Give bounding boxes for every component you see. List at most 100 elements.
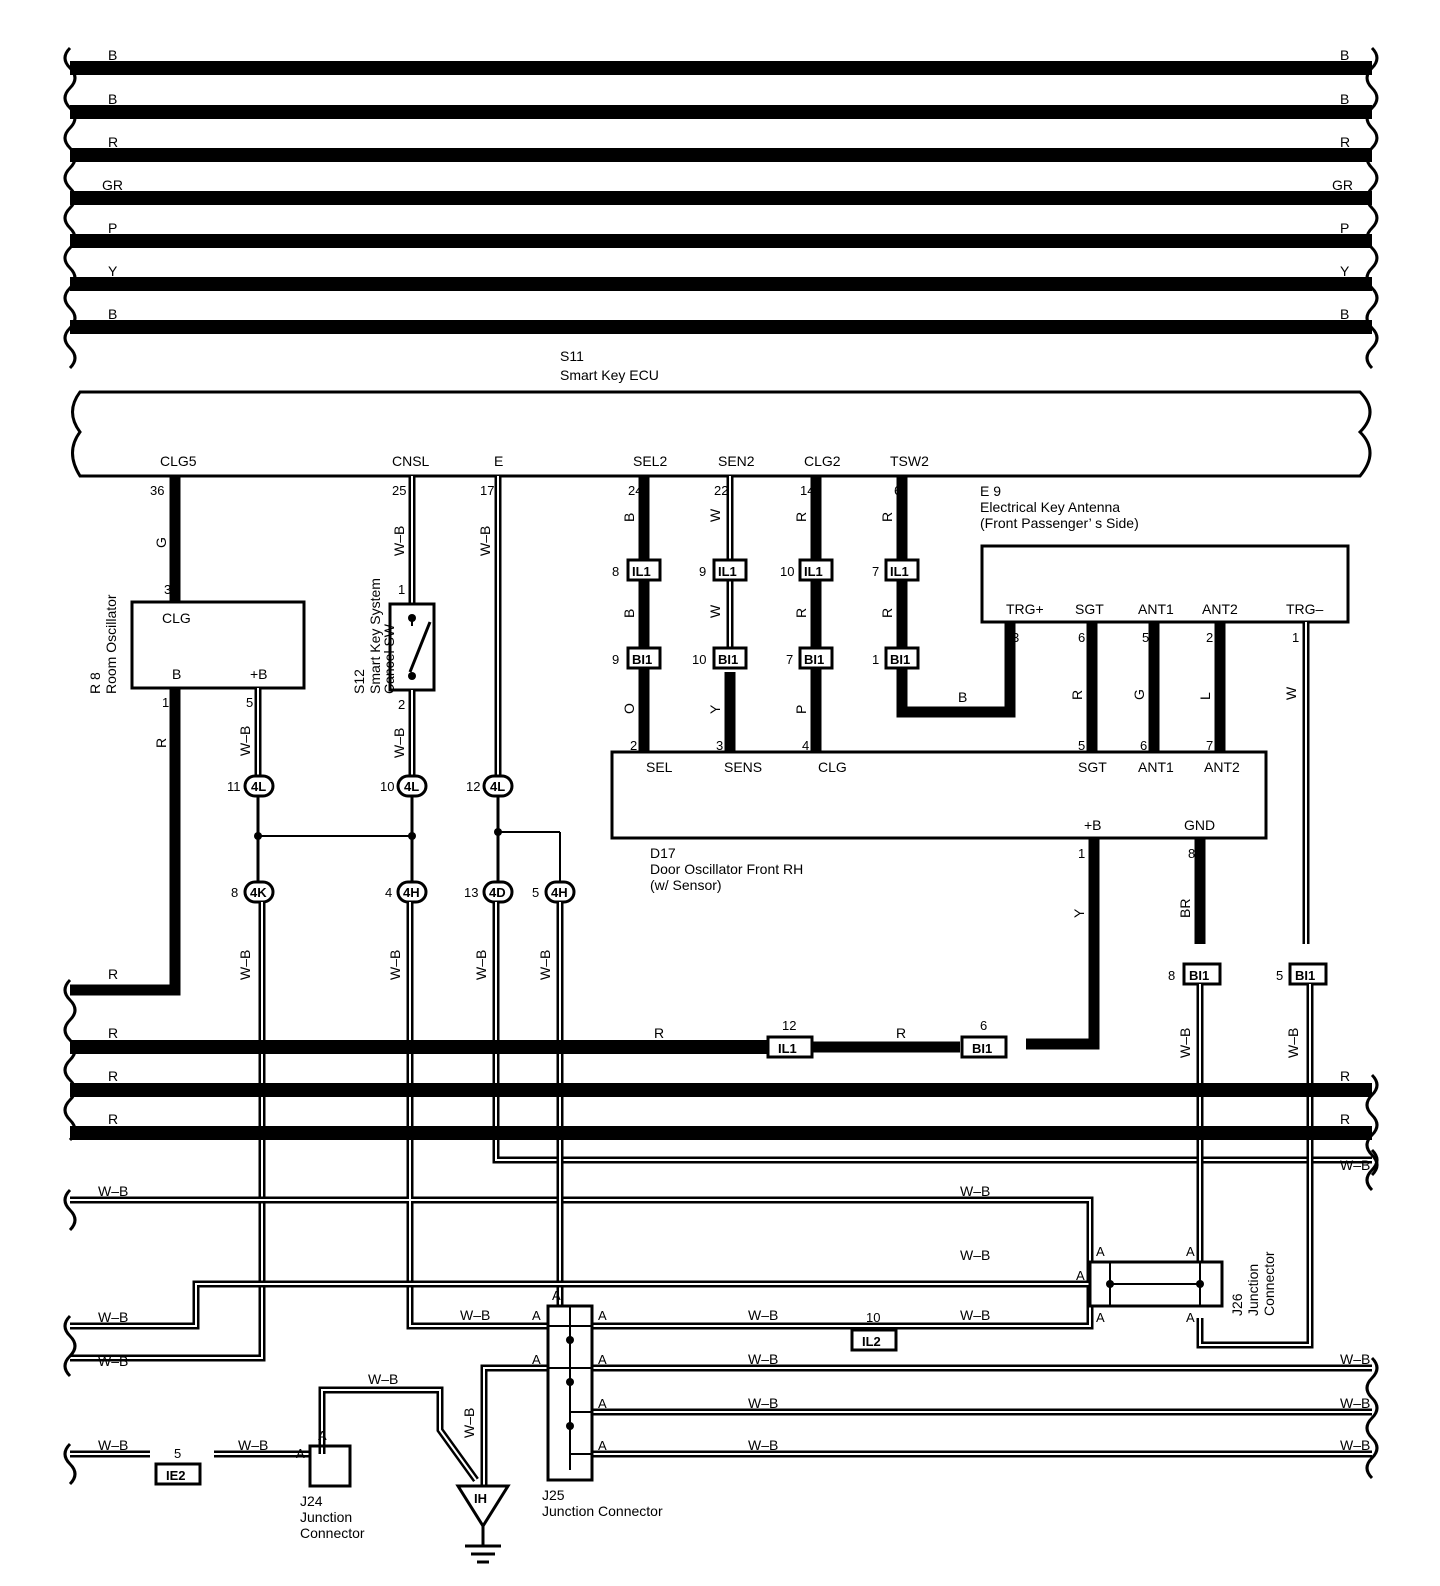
wb-lower-bus: W–B W–B W–B W–B W–B W–B W–B W–B IL2 10 W… (63, 1148, 1379, 1486)
svg-text:SENS: SENS (724, 759, 762, 775)
ecu-name: Smart Key ECU (560, 367, 659, 383)
svg-text:W–B: W–B (98, 1183, 128, 1199)
electrical-key-antenna: E 9 Electrical Key Antenna (Front Passen… (980, 483, 1350, 944)
svg-text:10: 10 (380, 779, 394, 794)
svg-text:BR: BR (1177, 899, 1193, 918)
wb-down-wires: W–B W–B W–B W–B (70, 902, 1372, 1362)
svg-text:A: A (318, 1428, 327, 1443)
room-osc-term-plus-b: +B (250, 666, 268, 682)
room-oscillator: G 3 CLG B +B R 8 Room Oscillator 1 5 R R… (70, 476, 306, 996)
svg-text:4K: 4K (250, 885, 267, 900)
svg-text:IE2: IE2 (166, 1468, 186, 1483)
ecu-pin-25: 25 (392, 483, 406, 498)
j26-name-1: Junction (1245, 1264, 1261, 1316)
connector-il1-r: IL1 12 (766, 1018, 814, 1059)
svg-text:W: W (1283, 686, 1299, 700)
svg-text:A: A (1186, 1244, 1195, 1259)
svg-text:10: 10 (866, 1310, 880, 1325)
svg-text:W–B: W–B (1340, 1351, 1370, 1367)
svg-text:W–B: W–B (1285, 1028, 1301, 1058)
svg-text:W–B: W–B (98, 1437, 128, 1453)
svg-text:A: A (1096, 1310, 1105, 1325)
svg-text:BI1: BI1 (1189, 968, 1209, 983)
svg-text:IL1: IL1 (718, 564, 737, 579)
svg-text:A: A (532, 1308, 541, 1323)
top-wire-3-label-left: R (108, 134, 118, 150)
ground-ih: IH (455, 1484, 511, 1564)
svg-text:A: A (598, 1352, 607, 1367)
svg-text:R: R (1340, 1111, 1350, 1127)
svg-text:4: 4 (385, 885, 392, 900)
svg-text:B: B (621, 513, 637, 522)
svg-text:SEL: SEL (646, 759, 673, 775)
room-osc-pin-5: 5 (246, 695, 253, 710)
bi1-ground-row: BI1 8 BI1 5 W–B W–B (1168, 962, 1328, 1349)
svg-text:BI1: BI1 (1295, 968, 1315, 983)
ecu-term-clg5: CLG5 (160, 453, 197, 469)
svg-text:3: 3 (716, 738, 723, 753)
svg-text:3: 3 (1012, 630, 1019, 645)
svg-text:R: R (108, 1068, 118, 1084)
svg-text:R: R (108, 1025, 118, 1041)
connector-4l-c: 4L 12 (466, 774, 514, 798)
wire-label-r-room: R (153, 738, 169, 748)
j25-code: J25 (542, 1487, 565, 1503)
connector-4d: 4D 13 (464, 880, 514, 904)
svg-text:BI1: BI1 (718, 652, 738, 667)
svg-text:IL1: IL1 (778, 1041, 797, 1056)
cancel-switch: W–B 1 S12 Smart Key System Cancel SW 2 W… (351, 476, 436, 776)
connector-row-4l: 4L 11 4L 10 4L 12 (227, 774, 514, 798)
svg-text:8: 8 (1188, 846, 1195, 861)
room-osc-term-b: B (172, 666, 181, 682)
top-wire-6-label-right: Y (1340, 263, 1350, 279)
top-wire-5-label-left: P (108, 220, 117, 236)
svg-text:IH: IH (474, 1491, 487, 1506)
svg-text:1: 1 (1078, 846, 1085, 861)
svg-text:R: R (108, 1111, 118, 1127)
svg-text:W–B: W–B (960, 1183, 990, 1199)
svg-text:W–B: W–B (1340, 1395, 1370, 1411)
svg-text:W–B: W–B (537, 950, 553, 980)
cancel-sw-pin-1: 1 (398, 582, 405, 597)
svg-text:W–B: W–B (98, 1309, 128, 1325)
svg-text:R: R (896, 1025, 906, 1041)
svg-text:1: 1 (872, 652, 879, 667)
svg-text:A: A (552, 1288, 561, 1303)
room-osc-pin-1: 1 (162, 695, 169, 710)
svg-text:TRG+: TRG+ (1006, 601, 1044, 617)
bi1-row: BI1 9 BI1 10 BI1 7 BI1 1 (612, 646, 920, 670)
svg-text:B: B (621, 609, 637, 618)
j24-code: J24 (300, 1493, 323, 1509)
junction-j25: A A A A A A A J25 Junction Connector (532, 1288, 663, 1519)
svg-text:P: P (793, 705, 809, 714)
svg-text:W–B: W–B (238, 1437, 268, 1453)
svg-text:9: 9 (699, 564, 706, 579)
il1-row: IL1 8 IL1 9 IL1 10 IL1 7 (612, 558, 920, 582)
svg-text:7: 7 (1206, 738, 1213, 753)
connector-4h-b: 4H 5 (532, 880, 576, 904)
svg-text:7: 7 (786, 652, 793, 667)
top-wire-bus: B B B B R R GR GR P P Y Y (63, 46, 1379, 370)
svg-text:A: A (598, 1308, 607, 1323)
j24-name-2: Connector (300, 1525, 365, 1541)
svg-text:ANT2: ANT2 (1202, 601, 1238, 617)
antenna-name: Electrical Key Antenna (980, 499, 1120, 515)
svg-text:CLG: CLG (818, 759, 847, 775)
door-osc-variant: (w/ Sensor) (650, 877, 722, 893)
svg-text:8: 8 (1168, 968, 1175, 983)
top-wire-4-label-right: GR (1332, 177, 1353, 193)
top-wire-2-label-left: B (108, 91, 117, 107)
svg-text:4: 4 (802, 738, 809, 753)
svg-text:10: 10 (692, 652, 706, 667)
wire-label-g: G (153, 537, 169, 548)
svg-text:W–B: W–B (237, 950, 253, 980)
svg-text:13: 13 (464, 885, 478, 900)
svg-text:W–B: W–B (387, 950, 403, 980)
svg-text:R: R (654, 1025, 664, 1041)
top-wire-6-label-left: Y (108, 263, 118, 279)
cancel-sw-code: S12 (351, 669, 367, 694)
svg-text:W–B: W–B (1340, 1437, 1370, 1453)
svg-text:4H: 4H (403, 885, 420, 900)
svg-text:ANT1: ANT1 (1138, 759, 1174, 775)
wire-label-wb-e: W–B (477, 526, 493, 556)
